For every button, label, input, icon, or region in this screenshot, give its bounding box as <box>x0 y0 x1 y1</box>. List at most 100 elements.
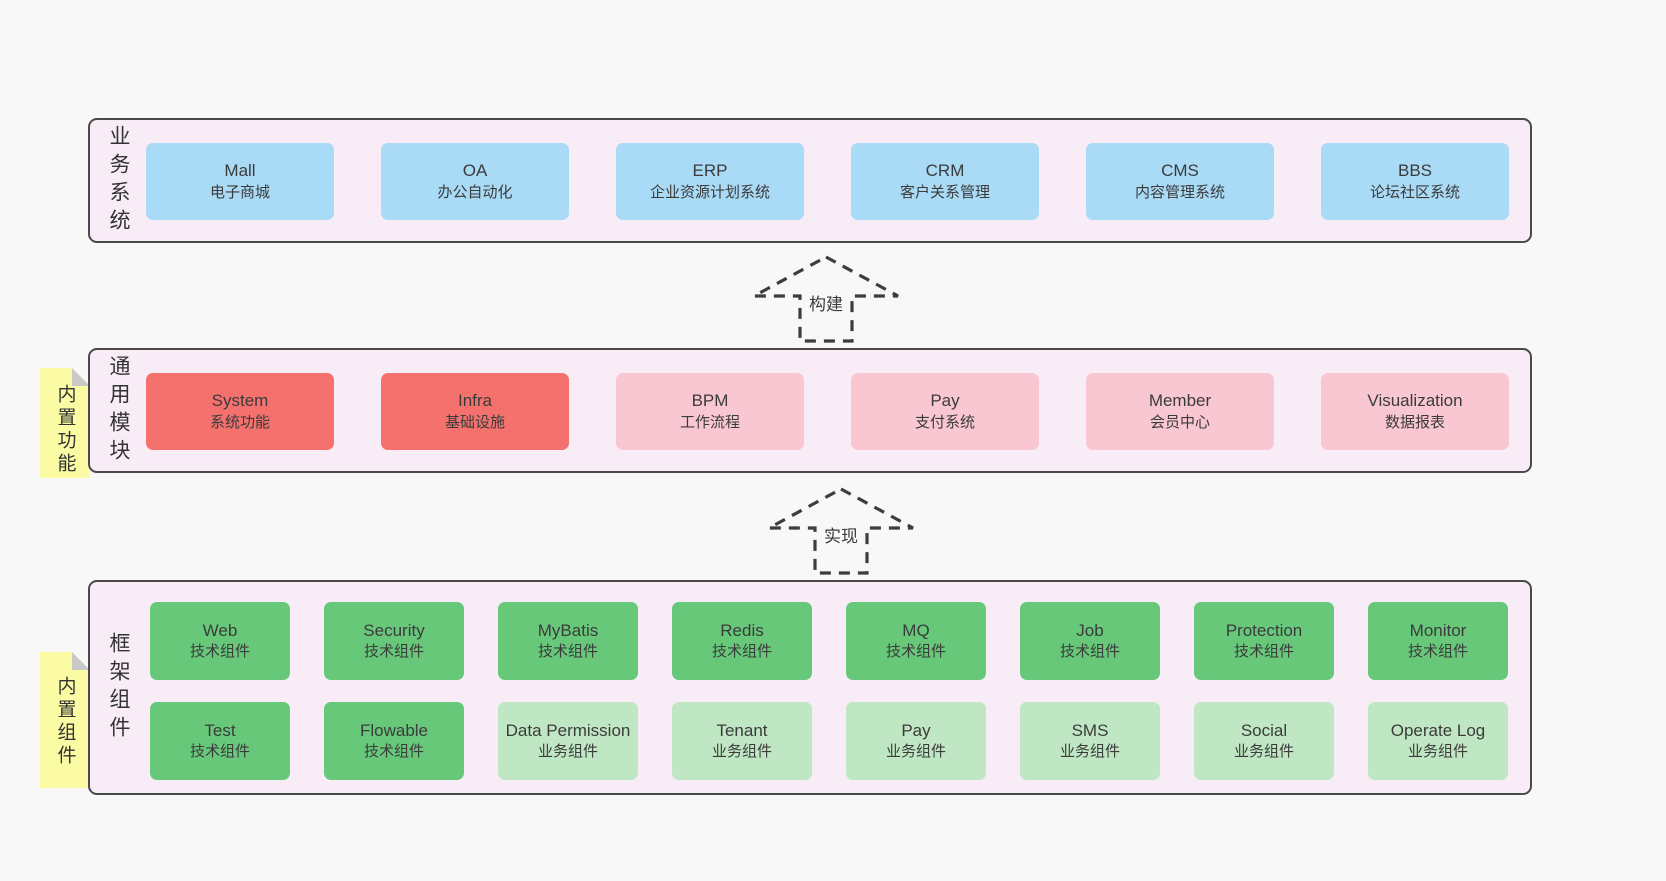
box-subtitle: 基础设施 <box>444 413 505 431</box>
band-side-label-components: 框架组件 <box>107 631 130 744</box>
box-visualization: Visualization 数据报表 <box>1321 373 1509 450</box>
box-title: Pay <box>930 391 960 411</box>
box-subtitle: 办公自动化 <box>437 183 513 201</box>
box-title: Flowable <box>359 720 429 740</box>
box-oa: OA 办公自动化 <box>381 143 569 220</box>
box-subtitle: 系统功能 <box>209 413 270 431</box>
builtin-features-sticky: 内置功能 <box>40 368 90 478</box>
box-pay: Pay 支付系统 <box>851 373 1039 450</box>
box-title: Member <box>1148 391 1212 411</box>
box-monitor: Monitor 技术组件 <box>1368 602 1508 680</box>
box-sms: SMS 业务组件 <box>1020 702 1160 780</box>
box-title: CRM <box>925 161 965 181</box>
box-mq: MQ 技术组件 <box>846 602 986 680</box>
box-subtitle: 电子商城 <box>209 183 270 201</box>
box-bpm: BPM 工作流程 <box>616 373 804 450</box>
builtin-components-sticky: 内置组件 <box>40 652 90 788</box>
box-system: System 系统功能 <box>146 373 334 450</box>
box-subtitle: 技术组件 <box>1407 643 1468 661</box>
box-title: Protection <box>1225 620 1303 640</box>
band-side-label-modules: 通用模块 <box>107 354 130 467</box>
box-mybatis: MyBatis 技术组件 <box>498 602 638 680</box>
box-flowable: Flowable 技术组件 <box>324 702 464 780</box>
up-arrow-icon <box>753 255 899 343</box>
box-subtitle: 技术组件 <box>189 643 250 661</box>
business-systems-band: 业务系统 Mall 电子商城 OA 办公自动化 ERP 企业资源计划系统 CRM… <box>88 118 1532 243</box>
box-subtitle: 企业资源计划系统 <box>649 183 770 201</box>
box-subtitle: 业务组件 <box>537 743 598 761</box>
box-subtitle: 技术组件 <box>537 643 598 661</box>
box-data-permission: Data Permission 业务组件 <box>498 702 638 780</box>
box-title: Infra <box>457 391 493 411</box>
box-title: Redis <box>720 620 764 640</box>
box-tenant: Tenant 业务组件 <box>672 702 812 780</box>
box-title: Job <box>1076 620 1104 640</box>
box-social: Social 业务组件 <box>1194 702 1334 780</box>
box-cms: CMS 内容管理系统 <box>1086 143 1274 220</box>
box-crm: CRM 客户关系管理 <box>851 143 1039 220</box>
box-title: Monitor <box>1409 620 1467 640</box>
box-title: BPM <box>691 391 729 411</box>
box-security: Security 技术组件 <box>324 602 464 680</box>
framework-components-band: 框架组件 Web 技术组件 Security 技术组件 MyBatis 技术组件… <box>88 580 1532 795</box>
box-title: SMS <box>1071 720 1109 740</box>
box-redis: Redis 技术组件 <box>672 602 812 680</box>
box-mall: Mall 电子商城 <box>146 143 334 220</box>
box-title: Pay <box>901 720 931 740</box>
box-title: Test <box>204 720 236 740</box>
box-title: OA <box>462 161 488 181</box>
box-subtitle: 技术组件 <box>363 743 424 761</box>
components-row-2: Test 技术组件 Flowable 技术组件 Data Permission … <box>150 702 1508 780</box>
box-title: Tenant <box>716 720 768 740</box>
box-subtitle: 技术组件 <box>363 643 424 661</box>
box-subtitle: 技术组件 <box>711 643 772 661</box>
box-subtitle: 论坛社区系统 <box>1369 183 1460 201</box>
box-subtitle: 业务组件 <box>1407 743 1468 761</box>
box-subtitle: 业务组件 <box>711 743 772 761</box>
sticky-label: 内置组件 <box>54 676 76 768</box>
box-subtitle: 支付系统 <box>914 413 975 431</box>
box-subtitle: 会员中心 <box>1149 413 1210 431</box>
box-title: Social <box>1240 720 1288 740</box>
box-erp: ERP 企业资源计划系统 <box>616 143 804 220</box>
modules-box-row: System 系统功能 Infra 基础设施 BPM 工作流程 Pay 支付系统… <box>146 373 1509 450</box>
box-test: Test 技术组件 <box>150 702 290 780</box>
build-arrow: 构建 <box>750 254 902 344</box>
box-operate-log: Operate Log 业务组件 <box>1368 702 1508 780</box>
box-title: Mall <box>224 161 256 181</box>
box-subtitle: 数据报表 <box>1384 413 1445 431</box>
box-title: MyBatis <box>537 620 599 640</box>
box-subtitle: 内容管理系统 <box>1134 183 1225 201</box>
box-subtitle: 工作流程 <box>679 413 740 431</box>
box-subtitle: 技术组件 <box>1233 643 1294 661</box>
sticky-label: 内置功能 <box>54 384 76 476</box>
box-subtitle: 技术组件 <box>189 743 250 761</box>
implement-arrow: 实现 <box>765 486 917 576</box>
common-modules-band: 通用模块 System 系统功能 Infra 基础设施 BPM 工作流程 Pay… <box>88 348 1532 473</box>
box-web: Web 技术组件 <box>150 602 290 680</box>
band-side-label-business: 业务系统 <box>107 124 130 237</box>
box-title: Visualization <box>1367 391 1463 411</box>
box-protection: Protection 技术组件 <box>1194 602 1334 680</box>
box-subtitle: 技术组件 <box>885 643 946 661</box>
business-box-row: Mall 电子商城 OA 办公自动化 ERP 企业资源计划系统 CRM 客户关系… <box>146 143 1509 220</box>
box-pay-business: Pay 业务组件 <box>846 702 986 780</box>
box-title: Data Permission <box>505 720 631 740</box>
box-job: Job 技术组件 <box>1020 602 1160 680</box>
implement-arrow-label: 实现 <box>821 522 861 547</box>
build-arrow-label: 构建 <box>806 290 846 315</box>
box-subtitle: 客户关系管理 <box>899 183 990 201</box>
box-title: ERP <box>692 161 728 181</box>
box-subtitle: 业务组件 <box>885 743 946 761</box>
box-title: BBS <box>1397 161 1433 181</box>
box-subtitle: 技术组件 <box>1059 643 1120 661</box>
components-row-1: Web 技术组件 Security 技术组件 MyBatis 技术组件 Redi… <box>150 602 1508 680</box>
box-bbs: BBS 论坛社区系统 <box>1321 143 1509 220</box>
box-title: CMS <box>1161 161 1199 181</box>
box-title: System <box>211 391 269 411</box>
box-title: MQ <box>902 620 930 640</box>
box-infra: Infra 基础设施 <box>381 373 569 450</box>
box-title: Operate Log <box>1390 720 1486 740</box>
box-member: Member 会员中心 <box>1086 373 1274 450</box>
